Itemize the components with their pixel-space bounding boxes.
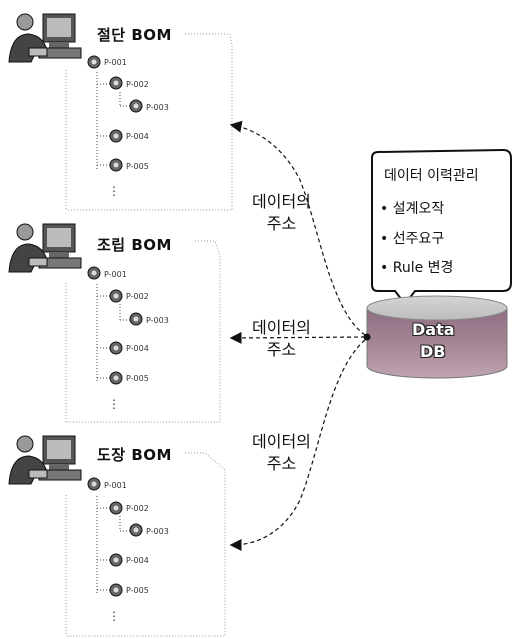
flow-label-line1: 데이터의 <box>252 191 311 213</box>
bubble-item-1: • 설계오작 <box>380 198 444 218</box>
bom-title: 절단 BOM <box>97 24 172 45</box>
bubble-title: 데이터 이력관리 <box>384 165 479 185</box>
database-label-2: DB <box>420 342 445 361</box>
node-label: P-002 <box>126 504 149 513</box>
node-label: P-003 <box>146 316 169 325</box>
part-icon <box>86 265 102 281</box>
flow-label-line1: 데이터의 <box>252 317 311 339</box>
node-label: P-004 <box>126 344 149 353</box>
part-icon <box>108 340 124 356</box>
part-icon <box>86 54 102 70</box>
node-label: P-004 <box>126 556 149 565</box>
bom-title: 조립 BOM <box>97 234 172 255</box>
more-indicator: ⋮ <box>108 185 120 197</box>
part-icon <box>108 582 124 598</box>
part-icon <box>108 370 124 386</box>
node-label: P-001 <box>104 481 127 490</box>
bubble-item-text: 설계오작 <box>393 201 445 217</box>
node-label: P-005 <box>126 374 149 383</box>
node-label: P-005 <box>126 586 149 595</box>
flow-label-line2: 주소 <box>252 453 311 475</box>
node-label: P-004 <box>126 132 149 141</box>
user-computer-icon <box>5 12 85 67</box>
part-icon <box>108 128 124 144</box>
part-icon <box>86 476 102 492</box>
more-indicator: ⋮ <box>108 398 120 410</box>
part-icon <box>108 288 124 304</box>
part-icon <box>108 75 124 91</box>
part-icon <box>128 98 144 114</box>
part-icon <box>128 522 144 538</box>
node-label: P-001 <box>104 270 127 279</box>
flow-label-line1: 데이터의 <box>252 431 311 453</box>
node-label: P-002 <box>126 292 149 301</box>
part-icon <box>108 500 124 516</box>
part-icon <box>108 157 124 173</box>
node-label: P-001 <box>104 58 127 67</box>
node-label: P-003 <box>146 103 169 112</box>
bubble-item-3: • Rule 변경 <box>380 257 453 277</box>
user-computer-icon <box>5 222 85 277</box>
bubble-item-text: 선주요구 <box>393 231 445 247</box>
more-indicator: ⋮ <box>108 610 120 622</box>
flow-label-line2: 주소 <box>252 213 311 235</box>
flow-label-1: 데이터의 주소 <box>252 191 311 235</box>
bom-title: 도장 BOM <box>97 444 172 465</box>
part-icon <box>108 552 124 568</box>
user-computer-icon <box>5 434 85 489</box>
flow-label-2: 데이터의 주소 <box>252 317 311 361</box>
database-label-1: Data <box>412 320 455 339</box>
node-label: P-005 <box>126 162 149 171</box>
bubble-item-2: • 선주요구 <box>380 228 444 248</box>
node-label: P-002 <box>126 80 149 89</box>
flow-label-3: 데이터의 주소 <box>252 431 311 475</box>
part-icon <box>128 311 144 327</box>
flow-label-line2: 주소 <box>252 339 311 361</box>
node-label: P-003 <box>146 527 169 536</box>
bubble-item-text: Rule 변경 <box>393 260 454 276</box>
